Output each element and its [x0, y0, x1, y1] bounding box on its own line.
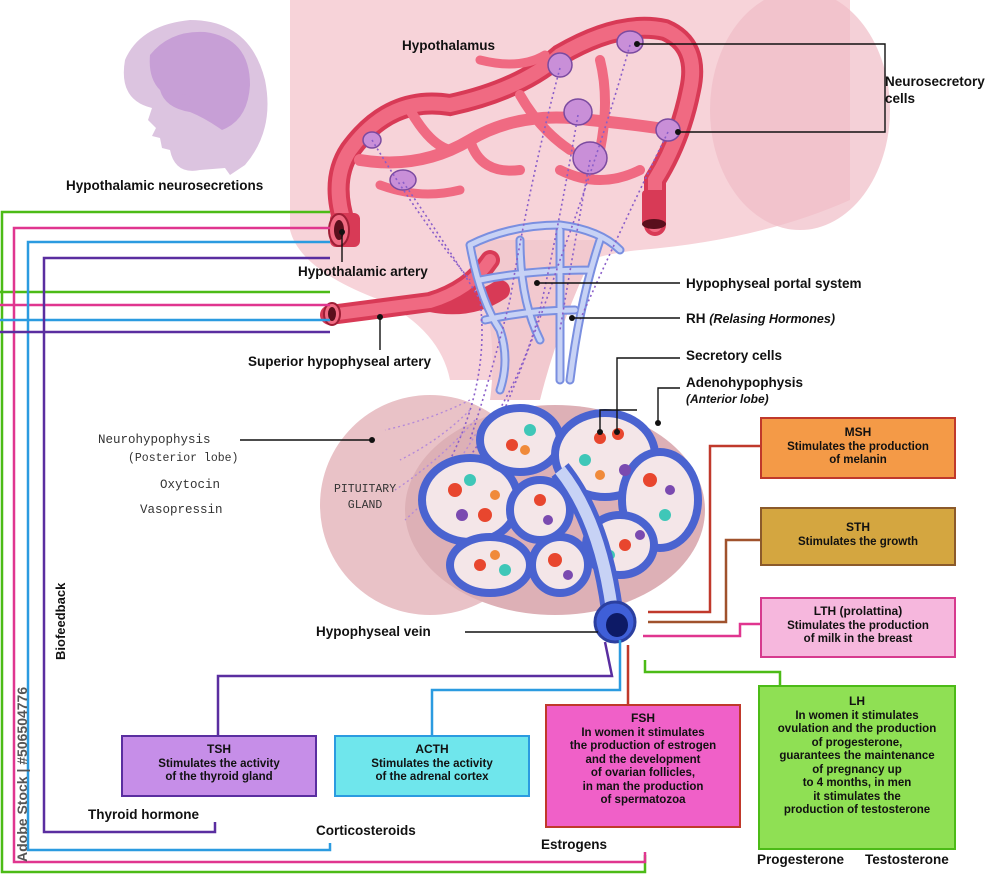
label-neurohypophysis-note: (Posterior lobe) — [128, 452, 239, 465]
superior-hypophyseal-artery-shape — [320, 250, 510, 326]
lh-desc-1: In women it stimulates — [795, 709, 919, 722]
lh-desc-3: of progesterone, — [811, 736, 903, 749]
lh-desc-5: of pregnancy up — [812, 763, 902, 776]
label-hypophyseal-portal-system: Hypophyseal portal system — [686, 276, 862, 291]
lh-desc-4: guarantees the maintenance — [779, 750, 935, 762]
label-pituitary-line-1: PITUITARY — [334, 483, 397, 496]
label-neurosecretory-cells: Neurosecretory cells — [885, 73, 985, 107]
acth-desc-2: of the adrenal cortex — [375, 771, 489, 783]
label-hypothalamic-artery: Hypothalamic artery — [298, 264, 428, 279]
acth-title: ACTH — [415, 742, 449, 756]
label-vasopressin: Vasopressin — [140, 503, 223, 517]
head-silhouette-icon — [123, 20, 268, 175]
hormone-box-lth: LTH (prolattina) Stimulates the producti… — [760, 597, 956, 658]
pink-feedback-line — [0, 226, 760, 864]
fsh-desc-6: of spermatozoa — [600, 794, 686, 806]
label-superior-hypophyseal-artery: Superior hypophyseal artery — [248, 354, 432, 369]
label-corticosteroids: Corticosteroids — [316, 823, 416, 838]
label-neurosecretory-line-2: cells — [885, 91, 916, 106]
label-rh-text: RH — [686, 311, 706, 326]
label-progesterone: Progesterone — [757, 852, 845, 867]
tsh-desc-1: Stimulates the activity — [158, 757, 280, 770]
label-pituitary-gland: PITUITARY GLAND — [334, 482, 396, 514]
hormone-box-tsh: TSH Stimulates the activity of the thyro… — [121, 735, 317, 797]
leader-dots — [339, 41, 681, 443]
label-testosterone: Testosterone — [865, 852, 949, 867]
brown-sth-line — [648, 538, 760, 624]
label-neurosecretory-line-1: Neurosecretory — [885, 74, 985, 89]
lh-title: LH — [849, 694, 865, 708]
fsh-title: FSH — [631, 711, 655, 725]
lh-desc-2: ovulation and the production — [777, 723, 937, 735]
label-rh-note: (Relasing Hormones) — [709, 312, 835, 326]
hormone-box-msh: MSH Stimulates the production of melanin — [760, 417, 956, 479]
lh-desc-7: it stimulates the — [813, 790, 901, 803]
label-adenohypophysis: Adenohypophysis — [686, 375, 804, 390]
lh-desc-6: to 4 months, in men — [802, 777, 912, 789]
label-pituitary-line-2: GLAND — [347, 499, 383, 512]
label-thyroid-hormone: Thyroid hormone — [88, 807, 199, 822]
msh-desc-2: of melanin — [829, 454, 887, 466]
lth-desc-2: of milk in the breast — [803, 633, 913, 645]
msh-title: MSH — [844, 425, 872, 439]
label-hypothalamic-neurosecretions: Hypothalamic neurosecretions — [66, 178, 264, 193]
label-hypophyseal-vein: Hypophyseal vein — [316, 624, 431, 639]
fsh-desc-4: of ovarian follicles, — [590, 767, 696, 779]
purple-feedback-line — [0, 256, 614, 834]
blue-feedback-line — [0, 240, 622, 852]
sth-desc-1: Stimulates the growth — [797, 535, 919, 548]
hormone-box-lh: LH In women it stimulates ovulation and … — [758, 685, 956, 850]
posterior-lobe-fibers — [384, 399, 479, 521]
lth-title: LTH (prolattina) — [813, 604, 903, 618]
label-biofeedback: Biofeedback — [53, 582, 68, 660]
fsh-desc-2: the production of estrogen — [569, 740, 717, 752]
hormone-box-sth: STH Stimulates the growth — [760, 507, 956, 566]
lth-desc-1: Stimulates the production — [787, 619, 929, 632]
biofeedback-lines — [0, 210, 782, 874]
fsh-desc-3: and the development — [585, 753, 701, 766]
acth-desc-1: Stimulates the activity — [371, 757, 493, 770]
label-adenohypophysis-note: (Anterior lobe) — [686, 392, 769, 406]
hormone-box-acth: ACTH Stimulates the activity of the adre… — [334, 735, 530, 797]
red-msh-line — [626, 444, 760, 704]
tsh-desc-2: of the thyroid gland — [165, 771, 273, 783]
hypothalamic-artery-shape — [328, 190, 666, 247]
label-rh: RH (Relasing Hormones) — [686, 311, 835, 326]
watermark-text: Adobe Stock | #506504776 — [14, 686, 30, 862]
fsh-desc-1: In women it stimulates — [581, 726, 705, 739]
label-secretory-cells: Secretory cells — [686, 348, 783, 363]
label-estrogens: Estrogens — [541, 837, 608, 852]
green-feedback-line — [0, 210, 782, 874]
label-hypothalamus: Hypothalamus — [402, 38, 496, 53]
label-neurohypophysis: Neurohypophysis — [98, 433, 211, 447]
sth-title: STH — [846, 520, 870, 534]
tsh-title: TSH — [207, 742, 231, 756]
hypophyseal-vein-shape — [551, 463, 637, 644]
portal-system-network — [465, 220, 625, 395]
secretory-cell-cluster — [448, 424, 675, 580]
brain-background-right — [710, 0, 890, 230]
msh-desc-1: Stimulates the production — [787, 440, 929, 453]
lh-desc-8: production of testosterone — [783, 804, 931, 816]
fsh-desc-5: in man the production — [582, 780, 704, 793]
label-oxytocin: Oxytocin — [160, 478, 221, 492]
leader-lines — [240, 43, 886, 633]
neurosecretory-cell-group — [362, 30, 681, 191]
hormone-box-fsh: FSH In women it stimulates the productio… — [545, 704, 741, 828]
